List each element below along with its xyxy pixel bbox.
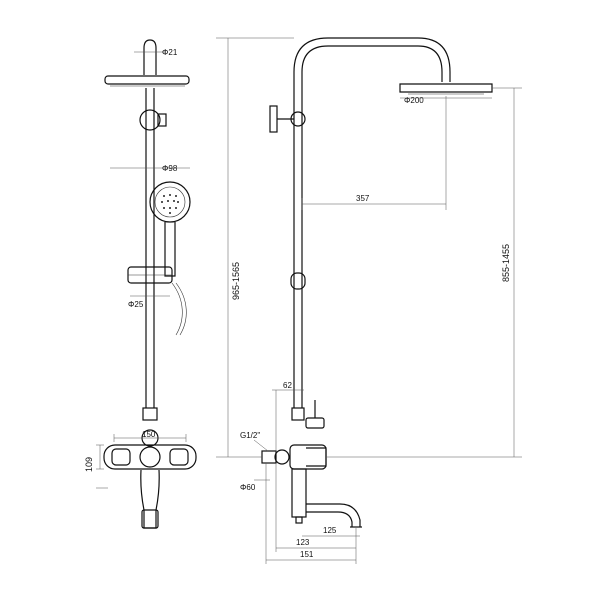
side-view bbox=[261, 37, 493, 528]
hand-shower-head bbox=[149, 181, 191, 223]
side-inlet-cover bbox=[261, 450, 277, 464]
front-diverter-knob bbox=[139, 109, 161, 131]
side-arm-inner bbox=[301, 45, 443, 408]
front-spout bbox=[140, 469, 160, 529]
side-dimension-labels: 965-1565 Φ200 357 855-1455 62 G1/2" Φ60 … bbox=[231, 96, 511, 559]
label-cover-dia: Φ60 bbox=[240, 483, 256, 492]
front-shower-head bbox=[104, 75, 190, 85]
front-coupling bbox=[142, 407, 158, 421]
front-mixer-center bbox=[139, 446, 161, 468]
label-head-dia: Φ200 bbox=[404, 96, 424, 105]
hose bbox=[171, 282, 183, 336]
side-shower-head bbox=[399, 83, 493, 93]
side-spout-outer bbox=[306, 503, 361, 527]
label-arm-reach: 357 bbox=[356, 194, 370, 203]
label-mixer-width: 150 bbox=[142, 430, 156, 439]
label-head-pipe-dia: Φ21 bbox=[162, 48, 178, 57]
side-diverter-handle bbox=[269, 105, 278, 133]
label-spout-125: 125 bbox=[323, 526, 337, 535]
side-inlet-nut bbox=[274, 449, 290, 465]
hand-shower-handle bbox=[164, 222, 176, 277]
side-lower-knob bbox=[305, 417, 325, 429]
front-dimensions bbox=[96, 51, 190, 489]
front-top-stub bbox=[143, 39, 157, 75]
side-coupling bbox=[291, 407, 305, 421]
front-diverter-handle bbox=[157, 113, 167, 127]
side-spout-inner bbox=[306, 511, 353, 527]
label-offset-62: 62 bbox=[283, 381, 292, 390]
front-view bbox=[103, 39, 197, 529]
nozzle-dots bbox=[161, 194, 179, 214]
label-height-total: 965-1565 bbox=[231, 262, 241, 300]
label-mixer-height: 109 bbox=[84, 457, 94, 472]
side-diverter-body bbox=[290, 111, 306, 127]
label-height-head: 855-1455 bbox=[501, 244, 511, 282]
front-mixer-body bbox=[103, 444, 197, 470]
side-lower-valve bbox=[291, 468, 307, 518]
side-slider bbox=[290, 272, 306, 290]
front-dimension-labels: Φ21 Φ98 Φ25 150 109 bbox=[84, 48, 178, 472]
label-inlet-thread: G1/2" bbox=[240, 431, 260, 440]
label-spout-151: 151 bbox=[300, 550, 314, 559]
label-spout-123: 123 bbox=[296, 538, 310, 547]
label-slider-dia: Φ25 bbox=[128, 300, 144, 309]
side-arm-outer bbox=[293, 37, 451, 408]
label-hand-shower-dia: Φ98 bbox=[162, 164, 178, 173]
side-dimensions bbox=[216, 37, 522, 564]
